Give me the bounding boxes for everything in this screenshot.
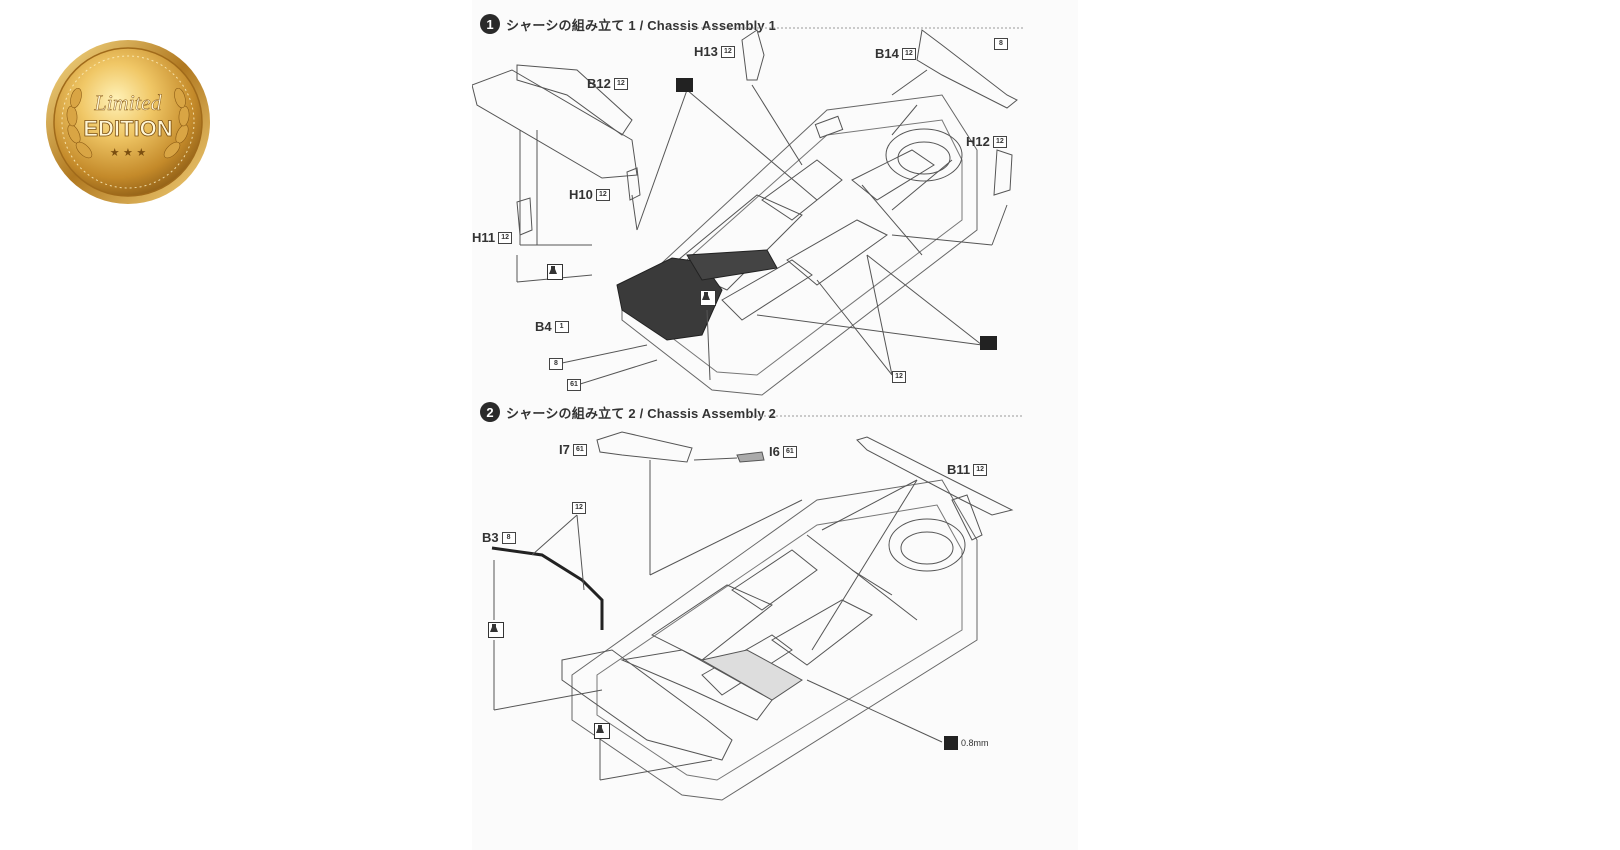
paint-icon <box>676 78 693 92</box>
svg-text:Limited: Limited <box>93 90 162 115</box>
glue-icon <box>547 264 563 280</box>
glue-icon <box>594 723 610 739</box>
paint-icon <box>980 336 997 350</box>
step-2-header: 2 シャーシの組み立て 2 / Chassis Assembly 2 <box>480 400 776 424</box>
gate-tag: 8 <box>994 38 1008 50</box>
step-2-number: 2 <box>480 402 500 422</box>
glue-icon <box>700 290 716 306</box>
step-1-title: シャーシの組み立て 1 / Chassis Assembly 1 <box>506 17 777 33</box>
chassis-body-step-1 <box>621 94 978 396</box>
step-2-title: シャーシの組み立て 2 / Chassis Assembly 2 <box>506 405 777 421</box>
drill-hole-icon: 0.8mm <box>944 736 989 750</box>
chassis-line-drawing <box>472 27 1024 801</box>
step-1-number: 1 <box>480 14 500 34</box>
chassis-body-step-2 <box>571 479 978 801</box>
glue-icon <box>488 622 504 638</box>
gate-tag: 61 <box>567 379 581 391</box>
svg-text:EDITION: EDITION <box>83 116 172 141</box>
svg-text:★ ★ ★: ★ ★ ★ <box>110 146 147 159</box>
instruction-sheet: 1 シャーシの組み立て 1 / Chassis Assembly 1 2 シャー… <box>472 0 1078 850</box>
limited-edition-seal-icon: Limited EDITION ★ ★ ★ <box>46 40 210 204</box>
gate-tag: 8 <box>549 358 563 370</box>
drill-size-label: 0.8mm <box>961 738 989 748</box>
gate-tag: 12 <box>572 502 586 514</box>
gate-tag: 12 <box>892 371 906 383</box>
step-1-header: 1 シャーシの組み立て 1 / Chassis Assembly 1 <box>480 12 776 36</box>
